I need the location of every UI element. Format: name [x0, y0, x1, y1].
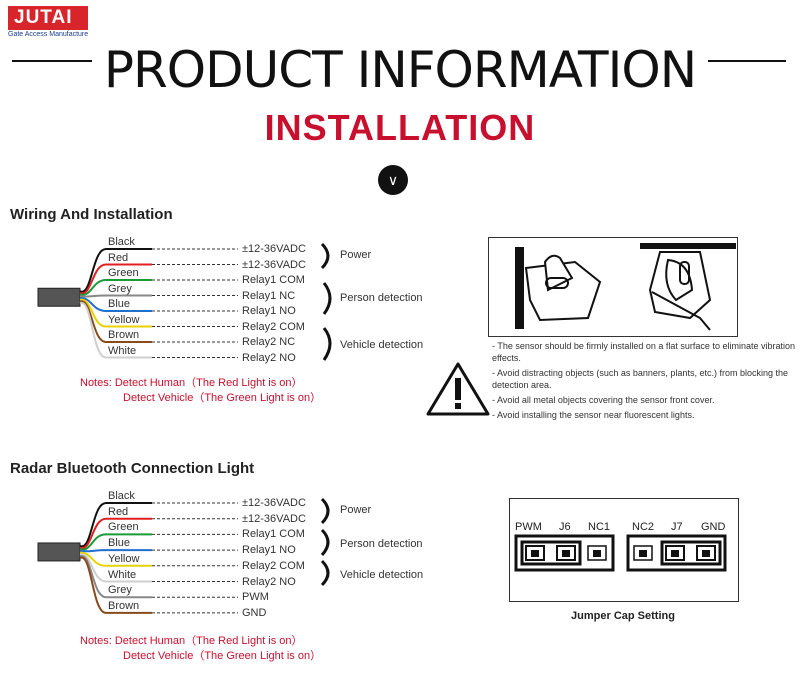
- section-title-wiring: Wiring And Installation: [10, 206, 173, 223]
- note-human: Notes: Detect Human（The Red Light is on）: [80, 377, 303, 389]
- wire-terminal-label: Relay1 NC: [242, 289, 296, 302]
- logo-text: JUTAI: [8, 6, 89, 30]
- wire-line: [79, 555, 152, 599]
- warning-item: - Avoid installing the sensor near fluor…: [492, 410, 695, 420]
- wire-color-label: Brown: [108, 599, 140, 612]
- wire-terminal-label: Relay1 COM: [242, 528, 305, 541]
- wire-terminal-label: Relay1 COM: [242, 274, 305, 286]
- note-vehicle: Detect Vehicle（The Green Light is on）: [123, 392, 322, 404]
- group-person-detection: Person detection: [340, 292, 423, 304]
- page-title: PRODUCT INFORMATION: [103, 41, 697, 99]
- wire-line: [79, 297, 152, 312]
- wire-terminal-label: Relay2 NO: [242, 575, 296, 588]
- wire-color-label: Brown: [108, 329, 140, 341]
- bracket-person: [320, 528, 330, 557]
- warning-list: - The sensor should be firmly installed …: [492, 340, 797, 424]
- wire-terminal-label: GND: [242, 606, 267, 619]
- bracket-power: [320, 242, 330, 270]
- wire-color-label: Grey: [108, 584, 132, 597]
- wire-color-label: Red: [108, 505, 129, 518]
- wire-terminal-label: ±12-36VADC: [242, 243, 306, 255]
- wire-color-label: Black: [108, 490, 135, 502]
- jumper-block-left: [514, 534, 615, 572]
- section-title-bluetooth: Radar Bluetooth Connection Light: [10, 460, 255, 477]
- sensor-mount-illustration: [515, 243, 736, 331]
- wire-line: [79, 298, 152, 328]
- wire-terminal-label: Relay2 COM: [242, 320, 305, 333]
- warning-item: - Avoid all metal objects covering the s…: [492, 395, 715, 405]
- title-rule-left: [12, 60, 92, 62]
- wire-terminal-label: ±12-36VADC: [242, 497, 306, 509]
- wire-line: [79, 263, 152, 294]
- bracket-vehicle: [320, 559, 330, 587]
- bracket-power: [320, 497, 330, 525]
- wire-color-label: White: [108, 344, 137, 357]
- wire-line: [79, 556, 152, 614]
- wiring-lines: [37, 248, 238, 359]
- wire-line: [79, 551, 152, 567]
- wire-line: [79, 549, 152, 553]
- title-rule-right: [708, 60, 786, 62]
- wire-terminal-label: ±12-36VADC: [242, 512, 306, 525]
- wire-line: [79, 302, 152, 359]
- wire-line: [79, 279, 152, 296]
- page-subtitle: INSTALLATION: [264, 107, 536, 148]
- jumper-label-pwm: PWM: [515, 521, 542, 533]
- bracket-person: [322, 282, 332, 315]
- cable-jacket: [37, 287, 81, 307]
- jumper-label-j6: J6: [559, 521, 571, 533]
- wire-color-label: Grey: [108, 282, 132, 295]
- warning-item: - Avoid distracting objects (such as ban…: [492, 368, 788, 390]
- wire-color-label: White: [108, 568, 137, 581]
- install-illustration: [488, 237, 738, 337]
- wire-color-label: Green: [108, 521, 139, 534]
- bracket-vehicle: [322, 327, 332, 361]
- logo-tagline: Gate Access Manufacture: [8, 31, 89, 38]
- wire-color-label: Blue: [108, 298, 131, 310]
- wire-terminal-label: ±12-36VADC: [242, 258, 306, 271]
- warning-icon: [426, 362, 490, 416]
- wire-color-label: Red: [108, 251, 129, 264]
- note-human: Notes: Detect Human（The Red Light is on）: [80, 635, 303, 647]
- brand-logo: JUTAI Gate Access Manufacture: [8, 6, 89, 38]
- wire-terminal-label: Relay1 NO: [242, 544, 296, 557]
- cable-jacket: [37, 542, 81, 562]
- wire-terminal-label: Relay2 COM: [242, 559, 305, 572]
- jumper-label-nc1: NC1: [588, 521, 611, 533]
- group-power: Power: [340, 249, 372, 261]
- bluetooth-lines: [37, 502, 238, 614]
- jumper-caption: Jumper Cap Setting: [571, 610, 675, 622]
- group-vehicle-detection: Vehicle detection: [340, 339, 424, 351]
- note-vehicle: Detect Vehicle（The Green Light is on）: [123, 650, 322, 662]
- wire-color-label: Yellow: [108, 313, 140, 326]
- wire-line: [79, 517, 152, 549]
- wire-line: [79, 248, 152, 293]
- chevron-down-icon[interactable]: ∨: [378, 165, 408, 195]
- wire-line: [79, 502, 152, 548]
- group-vehicle-detection: Vehicle detection: [340, 569, 424, 581]
- wire-line: [79, 533, 152, 551]
- wire-line: [79, 553, 152, 583]
- group-person-detection: Person detection: [340, 538, 423, 550]
- warning-item: - The sensor should be firmly installed …: [492, 341, 795, 363]
- wire-terminal-label: Relay2 NO: [242, 351, 296, 364]
- wire-color-label: Blue: [108, 537, 131, 550]
- wire-color-label: Yellow: [108, 552, 140, 565]
- jumper-label-gnd: GND: [701, 521, 726, 533]
- jumper-cap-diagram: [509, 498, 739, 602]
- wire-terminal-label: Relay1 NO: [242, 305, 296, 317]
- wire-color-label: Black: [108, 236, 135, 248]
- jumper-block-right: [626, 534, 727, 572]
- wire-color-label: Green: [108, 267, 139, 279]
- group-power: Power: [340, 504, 372, 516]
- jumper-label-nc2: NC2: [632, 521, 655, 533]
- wire-line: [79, 300, 152, 343]
- wire-terminal-label: PWM: [242, 591, 269, 604]
- wire-line: [79, 294, 152, 298]
- jumper-label-j7: J7: [671, 521, 683, 533]
- wire-terminal-label: Relay2 NC: [242, 336, 296, 348]
